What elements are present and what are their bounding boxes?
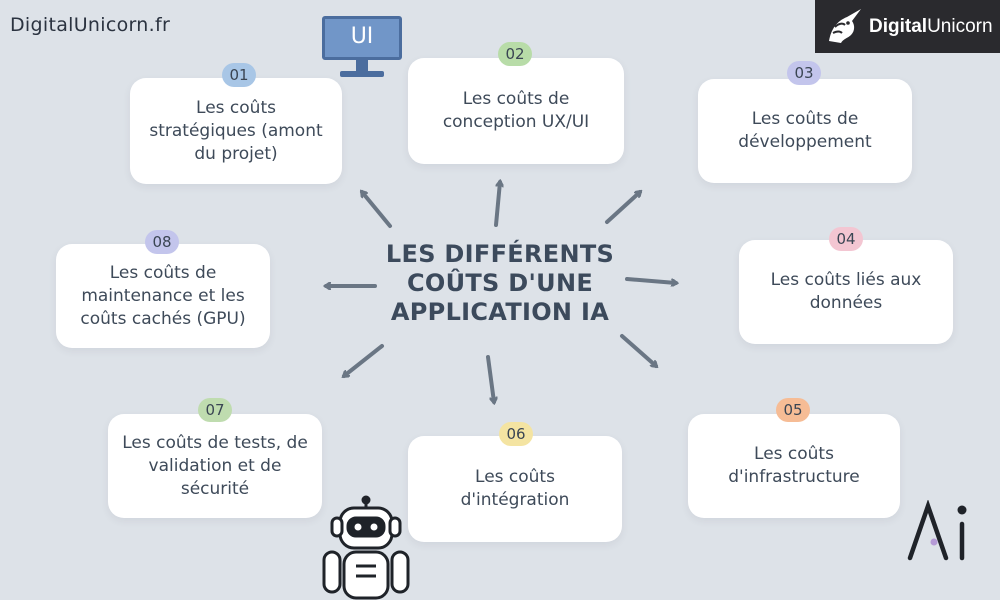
cost-card-01: Les coûts stratégiques (amont du projet) <box>130 78 342 184</box>
arrow-03 <box>605 192 640 224</box>
unicorn-logo-icon <box>829 8 861 43</box>
cost-card-02: Les coûts de conception UX/UI <box>408 58 624 164</box>
arrow-05 <box>620 334 656 366</box>
cost-card-03: Les coûts de développement <box>698 79 912 183</box>
cost-label: Les coûts stratégiques (amont du projet) <box>149 97 323 164</box>
arrow-01 <box>362 192 392 228</box>
monitor-screen-label: UI <box>322 16 402 60</box>
ai-logo-icon <box>907 500 967 561</box>
diagram-title: LES DIFFÉRENTS COÛTS D'UNE APPLICATION I… <box>385 240 615 326</box>
cost-label: Les coûts d'infrastructure <box>728 444 860 487</box>
brand-name-light: Unicorn <box>927 15 993 37</box>
cost-label: Les coûts de développement <box>738 109 872 152</box>
cost-card-05: Les coûts d'infrastructure <box>688 414 900 518</box>
cost-label: Les coûts de conception UX/UI <box>442 89 590 132</box>
monitor-icon: UI <box>322 16 402 82</box>
cost-card-07: Les coûts de tests, de validation et de … <box>108 414 322 518</box>
number-badge: 01 <box>222 63 256 87</box>
number-badge: 06 <box>499 422 533 446</box>
number-badge: 03 <box>787 61 821 85</box>
cost-label: Les coûts d'intégration <box>460 467 570 510</box>
brand-logo: DigitalUnicorn <box>815 0 1000 53</box>
number-badge: 08 <box>145 230 179 254</box>
number-badge: 05 <box>776 398 810 422</box>
cost-label: Les coûts de tests, de validation et de … <box>122 432 308 499</box>
cost-card-04: Les coûts liés aux données <box>739 240 953 344</box>
cost-card-08: Les coûts de maintenance et les coûts ca… <box>56 244 270 348</box>
cost-label: Les coûts de maintenance et les coûts ca… <box>80 262 246 329</box>
number-badge: 04 <box>829 227 863 251</box>
arrow-06 <box>486 355 494 402</box>
number-badge: 07 <box>198 398 232 422</box>
arrow-04 <box>625 277 676 283</box>
site-label: DigitalUnicorn.fr <box>10 14 171 36</box>
robot-icon <box>322 495 410 600</box>
cost-label: Les coûts liés aux données <box>770 270 922 313</box>
cost-card-06: Les coûts d'intégration <box>408 436 622 542</box>
number-badge: 02 <box>498 42 532 66</box>
arrow-02 <box>494 182 500 227</box>
brand-name-strong: Digital <box>869 15 928 37</box>
arrow-07 <box>344 344 384 376</box>
